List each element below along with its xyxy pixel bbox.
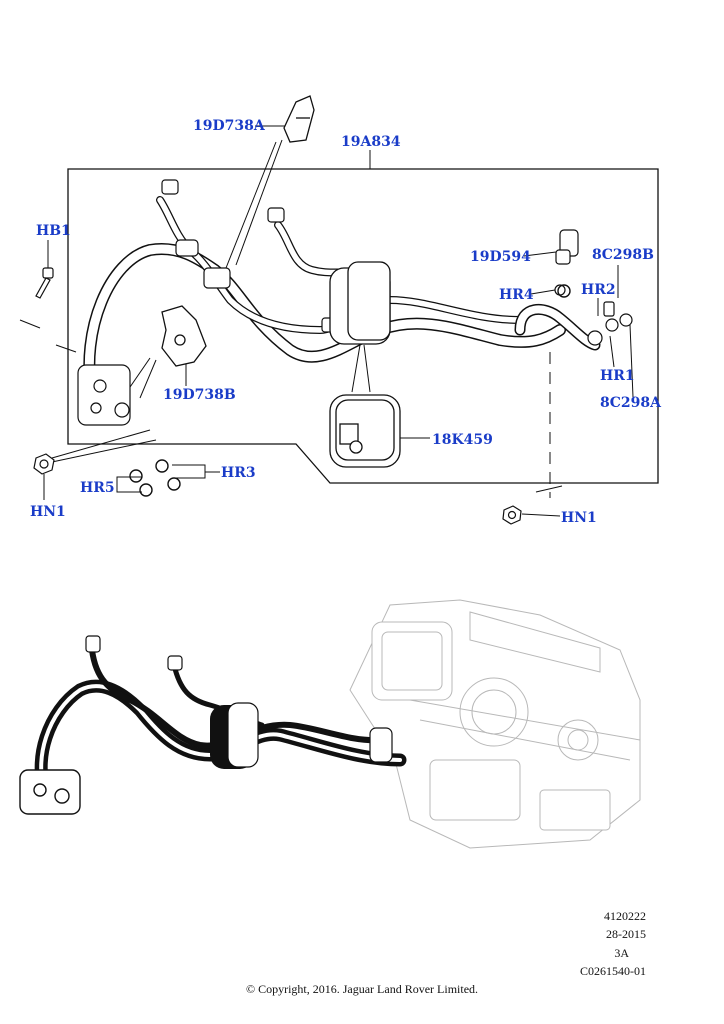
connector-block-left — [77, 364, 131, 426]
muffler-18k459 — [329, 394, 401, 468]
callout-hr3: HR3 — [221, 465, 256, 481]
callout-19a834: 19A834 — [341, 134, 401, 150]
callout-hr1: HR1 — [600, 368, 635, 384]
bolt-hb1 — [35, 267, 54, 299]
callout-hr5: HR5 — [80, 480, 115, 496]
bracket-19d738b — [161, 305, 207, 367]
o-rings — [129, 284, 571, 497]
callout-8c298b: 8C298B — [592, 247, 654, 263]
callout-hb1: HB1 — [36, 223, 71, 239]
copyright-notice: © Copyright, 2016. Jaguar Land Rover Lim… — [245, 982, 479, 996]
callout-19d738a: 19D738A — [193, 118, 265, 134]
callout-19d738b: 19D738B — [163, 387, 236, 403]
illustration-revision: 3A — [614, 946, 629, 960]
nut-hn1-left — [33, 453, 55, 475]
leader-lines — [19, 125, 634, 517]
muffler-assembly — [329, 261, 391, 345]
illustration-date-code: 28-2015 — [606, 927, 646, 941]
callout-8c298a: 8C298A — [600, 395, 661, 411]
callout-hr4: HR4 — [499, 287, 534, 303]
callout-19d594: 19D594 — [470, 249, 531, 265]
callout-hn1-left: HN1 — [30, 504, 66, 520]
callout-hr2: HR2 — [581, 282, 616, 298]
assembly-frame — [67, 168, 659, 484]
fittings-upper — [161, 179, 633, 346]
clip-19d738a — [283, 95, 315, 143]
illustration-number: 4120222 — [604, 909, 646, 923]
callout-hn1-right: HN1 — [561, 510, 597, 526]
nut-hn1-right — [502, 505, 522, 525]
hvac-unit-ghost — [349, 599, 641, 849]
callout-18k459: 18K459 — [432, 432, 493, 448]
pipe-assembly-installed — [19, 635, 407, 815]
illustration-reference: C0261540-01 — [580, 964, 646, 978]
